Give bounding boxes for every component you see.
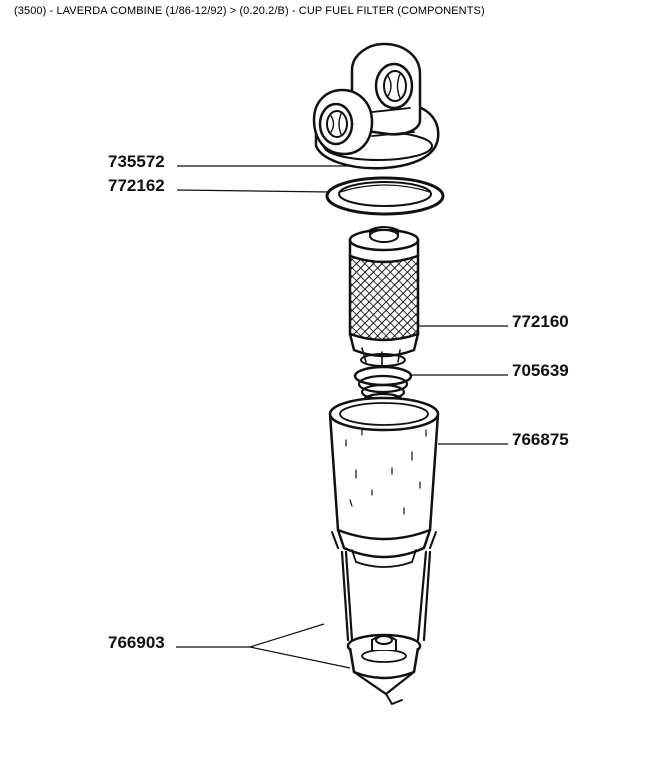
part-label-772162: 772162 [108,176,165,195]
leader-lines [176,165,508,669]
part-label-705639: 705639 [512,361,569,380]
gasket [325,176,445,216]
part-label-735572: 735572 [108,152,165,171]
filter-element [348,226,420,367]
part-label-772160: 772160 [512,312,569,331]
breadcrumb: (3500) - LAVERDA COMBINE (1/86-12/92) > … [14,5,485,17]
part-label-766903: 766903 [108,633,165,652]
cup [328,396,440,568]
part-label-766875: 766875 [512,430,569,449]
retaining-bail [331,531,437,705]
filter-head [312,42,440,170]
